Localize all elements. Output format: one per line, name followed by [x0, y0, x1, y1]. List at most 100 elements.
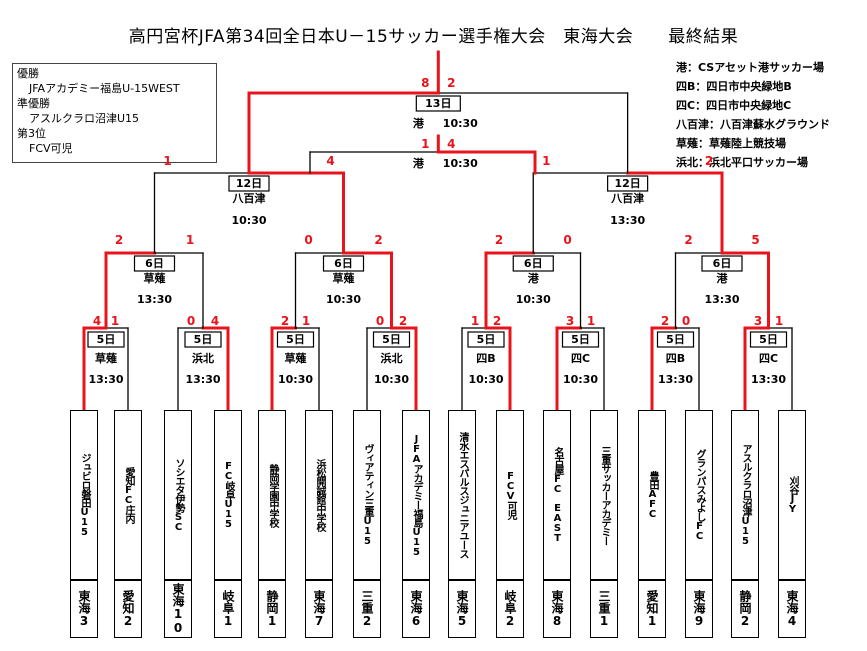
r1-date-box [749, 331, 788, 348]
r1-time: 13:30 [658, 373, 693, 386]
team-seed-box: 東海5 [448, 580, 476, 638]
score-right: 4 [211, 314, 219, 328]
r1-venue: 浜北 [381, 351, 403, 365]
r1-date-box [276, 331, 315, 348]
third-venue: 港 [413, 156, 425, 170]
venue-legend: 港：CSアセット港サッカー場 四B：四日市中央緑地B 四C：四日市中央緑地C 八… [676, 58, 830, 172]
r2-date-box [322, 255, 365, 272]
team-seed-box: 岐阜2 [496, 580, 524, 638]
runner-up-label: 準優勝 [17, 97, 50, 110]
score-right: 0 [563, 233, 571, 247]
score-left: 2 [495, 233, 503, 247]
team-seed-box: 愛知2 [114, 580, 142, 638]
team-name-box: ヴィアティン三重U15 [353, 410, 381, 580]
team-name-box: 名古屋FC EAST [543, 410, 571, 580]
score-right: 2 [399, 314, 407, 328]
team-seed: 東海6 [409, 590, 423, 628]
winner-team: JFAアカデミー福島U-15WEST [29, 82, 180, 95]
score-right: 1 [302, 314, 310, 328]
r2-time: 13:30 [704, 293, 739, 306]
team-name: 名古屋FC EAST [552, 447, 563, 543]
score-left: 0 [376, 314, 384, 328]
r3-date: 12日 [236, 177, 262, 190]
team-name: 刈谷JY [787, 476, 798, 514]
team-name-box: 浜松開誠館中学校 [305, 410, 333, 580]
score-left: 0 [187, 314, 195, 328]
team-name-box: ソシエタ伊勢SC [164, 410, 192, 580]
score-left: 3 [566, 314, 574, 328]
team-name: 愛知FC庄内 [123, 467, 134, 523]
score-left: 2 [684, 233, 692, 247]
team-name-box: 三重サッカーアカデミー [590, 410, 618, 580]
team-seed-box: 愛知1 [638, 580, 666, 638]
r2-date-box [701, 255, 743, 272]
team-name-box: グランパスみよしFC [685, 410, 713, 580]
team-seed: 岐阜1 [221, 590, 235, 628]
score-right: 1 [587, 314, 595, 328]
team-seed-box: 東海8 [543, 580, 571, 638]
r1-venue: 浜北 [192, 351, 214, 365]
score-left: 2 [661, 314, 669, 328]
team-seed: 静岡2 [738, 590, 752, 628]
third-place-team: FCV可児 [29, 142, 73, 155]
r2-date-box [512, 255, 554, 272]
team-seed: 岐阜2 [503, 590, 517, 628]
team-seed-box: 東海10 [164, 580, 192, 638]
r3-venue: 八百津 [610, 191, 644, 205]
third-score-left: 1 [421, 137, 429, 151]
team-name: アスルクラロ沼津U15 [740, 444, 751, 546]
score-left: 2 [115, 233, 123, 247]
r2-venue: 港 [717, 271, 729, 285]
score-right: 2 [493, 314, 501, 328]
r1-date: 5日 [666, 333, 685, 346]
r1-date-box [656, 331, 695, 348]
r1-venue: 四C [759, 352, 778, 365]
team-name: 浜松開誠館中学校 [314, 459, 325, 531]
venue-legend-item: 四B：四日市中央緑地B [676, 80, 792, 93]
r2-date-box [133, 255, 176, 272]
runner-up-team: アスルクラロ沼津U15 [29, 112, 140, 125]
venue-legend-item: 四C：四日市中央緑地C [676, 99, 792, 112]
r1-date-box [372, 331, 411, 348]
team-name: 清水エスパルスジュニアユース [457, 432, 468, 558]
r3-time: 10:30 [231, 214, 266, 227]
team-seed: 東海4 [785, 590, 799, 628]
r3-date-box [228, 175, 270, 192]
r1-time: 13:30 [88, 373, 123, 386]
team-seed-box: 東海9 [685, 580, 713, 638]
score-right: 2 [705, 154, 713, 168]
final-date-box [415, 95, 461, 112]
r1-date-box [184, 331, 222, 348]
team-name-box: 豊田AFC [638, 410, 666, 580]
team-seed-box: 東海6 [402, 580, 430, 638]
team-name-box: JFAアカデミー福島U15 [402, 410, 430, 580]
r1-time: 10:30 [374, 373, 409, 386]
team-name: JFAアカデミー福島U15 [411, 433, 422, 557]
team-name: ソシエタ伊勢SC [173, 458, 184, 532]
venue-legend-item: 港：CSアセット港サッカー場 [676, 61, 824, 74]
score-right: 5 [751, 233, 759, 247]
score-left: 2 [281, 314, 289, 328]
page-title: 高円宮杯JFA第34回全日本U－15サッカー選手権大会 東海大会 最終結果 [128, 27, 739, 47]
r2-time: 10:30 [326, 293, 361, 306]
team-name: 静岡学園中学校 [267, 463, 278, 527]
third-place-label: 第3位 [17, 127, 46, 140]
team-seed: 静岡1 [265, 590, 279, 628]
r1-venue: 四C [571, 352, 590, 365]
results-summary-box: 優勝 JFAアカデミー福島U-15WEST 準優勝 アスルクラロ沼津U15 第3… [12, 63, 217, 163]
r1-date-box [467, 331, 505, 348]
team-seed: 東海5 [455, 590, 469, 628]
score-right: 0 [682, 314, 690, 328]
third-score-right: 4 [447, 137, 455, 151]
team-seed: 東海7 [312, 590, 326, 628]
score-right: 1 [186, 233, 194, 247]
third-time: 10:30 [443, 157, 478, 170]
r1-date: 5日 [759, 333, 778, 346]
team-seed: 東海9 [692, 590, 706, 628]
r1-time: 13:30 [185, 373, 220, 386]
r1-date: 5日 [477, 333, 496, 346]
final-date: 13日 [425, 97, 451, 110]
team-name: ジュビロ磐田U15 [79, 453, 90, 537]
team-seed: 愛知1 [645, 590, 659, 628]
